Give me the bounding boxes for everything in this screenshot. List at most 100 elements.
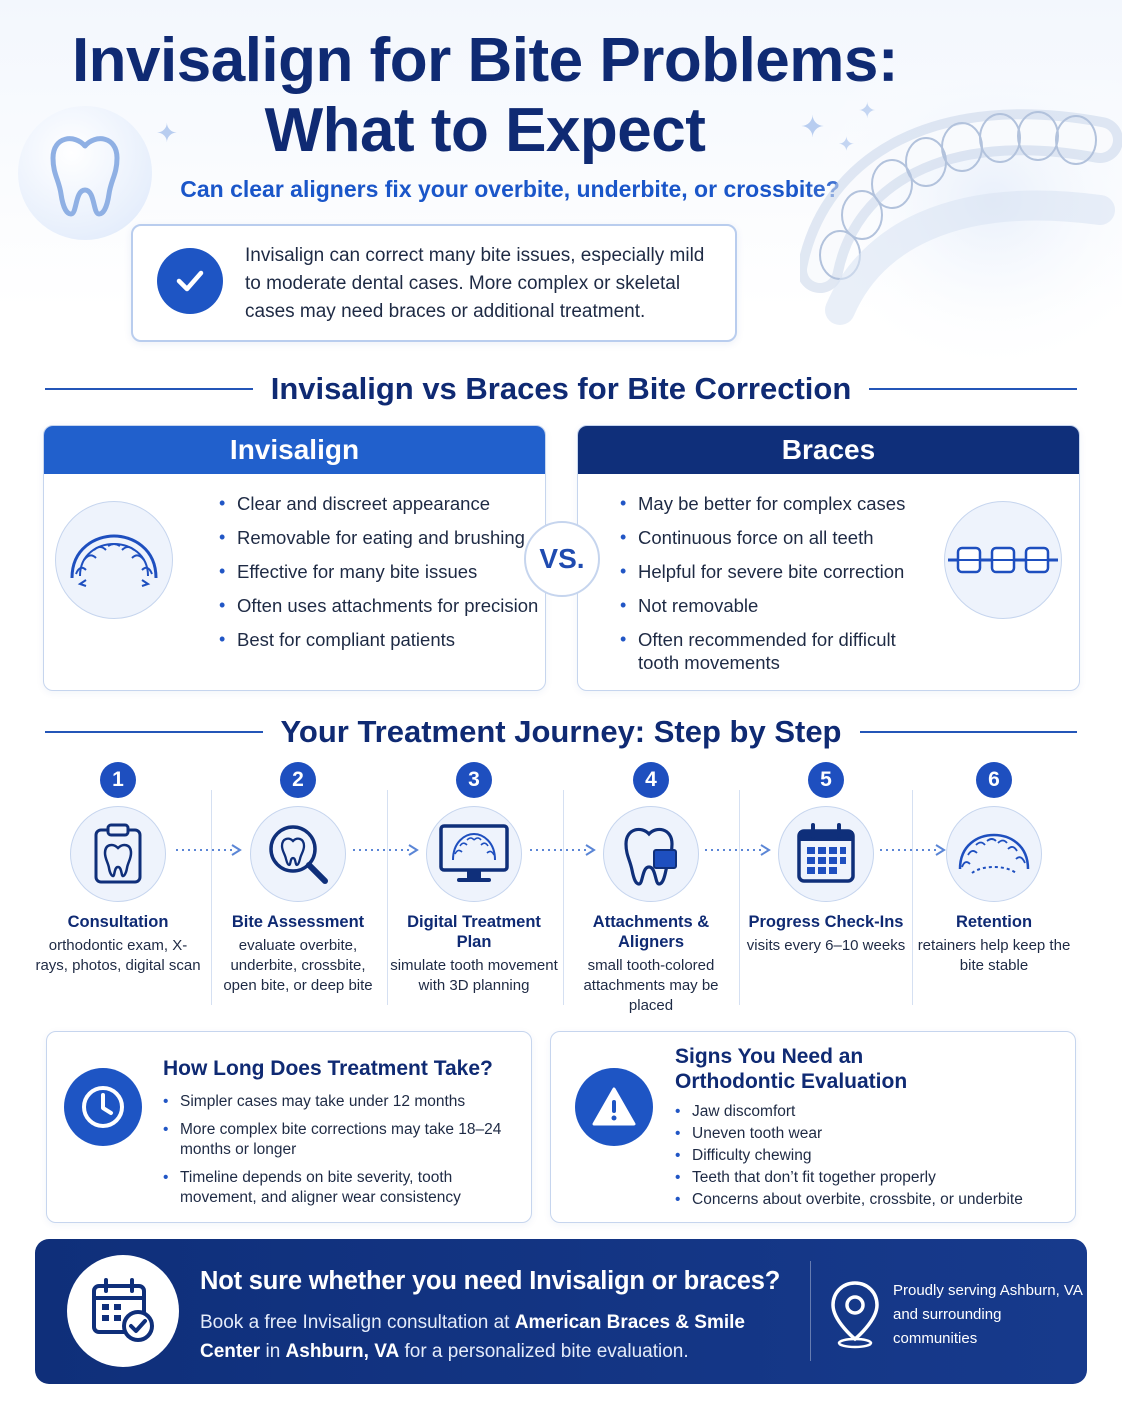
step-description: orthodontic exam, X-rays, photos, digita…	[35, 937, 201, 974]
list-item: May be better for complex cases	[620, 492, 920, 515]
list-item: Continuous force on all teeth	[620, 526, 920, 549]
tooth-icon	[50, 136, 120, 217]
divider-line	[45, 731, 263, 733]
clipboard-tooth-icon	[70, 806, 166, 902]
duration-list: Simpler cases may take under 12 months M…	[163, 1092, 523, 1216]
divider-line	[859, 731, 1078, 733]
practice-location: Ashburn, VA	[285, 1341, 400, 1362]
braces-icon-circle	[944, 501, 1062, 619]
monitor-teeth-icon	[426, 806, 522, 902]
braces-list: May be better for complex cases Continuo…	[620, 492, 920, 685]
arrow-right-icon	[530, 844, 596, 856]
divider-line	[869, 388, 1078, 390]
step-divider	[739, 790, 740, 1005]
braces-card: Braces May be better for complex cases C…	[577, 425, 1080, 691]
step-title: Retention	[955, 913, 1033, 931]
list-item: Helpful for severe bite correction	[620, 560, 920, 583]
calendar-icon	[778, 806, 874, 902]
page-title: Invisalign for Bite Problems: What to Ex…	[0, 26, 970, 166]
step-title: Consultation	[67, 913, 169, 931]
banner-divider	[810, 1261, 811, 1361]
list-item: Removable for eating and brushing	[219, 526, 539, 549]
arrow-right-icon	[705, 844, 771, 856]
tooth-badge	[18, 106, 152, 240]
warning-icon	[575, 1068, 653, 1146]
step-attachments: 4 Attachments & Aligners small tooth-col…	[566, 762, 736, 1016]
step-progress: 5 Progress Check-Ins visits every 6–10 w…	[741, 762, 911, 956]
step-number: 3	[456, 762, 492, 798]
service-area-text: Proudly serving Ashburn, VA and surround…	[893, 1282, 1082, 1347]
list-item: Jaw discomfort	[675, 1102, 1065, 1123]
list-item: Simpler cases may take under 12 months	[163, 1092, 523, 1113]
step-number: 6	[976, 762, 1012, 798]
step-retention: 6 Retention retainers help keep the bite…	[909, 762, 1079, 976]
list-item: Teeth that don’t fit together properly	[675, 1168, 1065, 1189]
journey-heading-text: Your Treatment Journey: Step by Step	[280, 714, 842, 749]
tooth-attachment-icon	[603, 806, 699, 902]
step-divider	[387, 790, 388, 1005]
list-item: Uneven tooth wear	[675, 1124, 1065, 1145]
cta-banner: Not sure whether you need Invisalign or …	[35, 1239, 1087, 1384]
step-number: 5	[808, 762, 844, 798]
duration-title: How Long Does Treatment Take?	[163, 1057, 493, 1080]
step-digital-plan: 3 Digital Treatment Plan simulate tooth …	[389, 762, 559, 996]
step-description: small tooth-colored attachments may be p…	[583, 957, 719, 1014]
arrow-right-icon	[880, 844, 946, 856]
cta-heading: Not sure whether you need Invisalign or …	[200, 1267, 781, 1295]
step-description: evaluate overbite, underbite, crossbite,…	[223, 937, 373, 994]
journey-heading: Your Treatment Journey: Step by Step	[45, 712, 1078, 752]
arrow-right-icon	[353, 844, 419, 856]
aligner-icon-circle	[55, 501, 173, 619]
step-number: 2	[280, 762, 316, 798]
braces-icon	[948, 546, 1058, 574]
title-line-1: Invisalign for Bite Problems:	[71, 26, 899, 95]
sparkle-icon: ✦	[156, 118, 178, 148]
step-title: Attachments & Aligners	[592, 913, 710, 951]
vs-badge: VS.	[524, 521, 600, 597]
location-pin-icon	[831, 1281, 879, 1349]
step-number: 1	[100, 762, 136, 798]
divider-line	[45, 388, 253, 390]
braces-card-title: Braces	[578, 426, 1079, 474]
clock-icon	[64, 1068, 142, 1146]
step-divider	[912, 790, 913, 1005]
list-item: Concerns about overbite, crossbite, or u…	[675, 1190, 1065, 1211]
page-subtitle: Can clear aligners fix your overbite, un…	[180, 176, 840, 202]
step-divider	[211, 790, 212, 1005]
evaluation-signs-box: Signs You Need an Orthodontic Evaluation…	[550, 1031, 1076, 1223]
step-title: Progress Check-Ins	[748, 913, 904, 931]
cta-text-part: in	[260, 1341, 286, 1362]
step-description: simulate tooth movement with 3D planning	[390, 957, 558, 994]
cta-text: Book a free Invisalign consultation at A…	[200, 1308, 800, 1366]
summary-text: Invisalign can correct many bite issues,…	[245, 245, 705, 322]
calendar-check-icon	[67, 1255, 179, 1367]
arrow-right-icon	[176, 844, 242, 856]
invisalign-card-title: Invisalign	[44, 426, 545, 474]
check-icon	[157, 248, 223, 314]
step-title: Digital Treatment Plan	[407, 913, 541, 951]
list-item: Timeline depends on bite severity, tooth…	[163, 1168, 523, 1209]
aligner-icon	[70, 534, 158, 587]
summary-box: Invisalign can correct many bite issues,…	[131, 224, 737, 342]
list-item: Clear and discreet appearance	[219, 492, 539, 515]
treatment-duration-box: How Long Does Treatment Take? Simpler ca…	[46, 1031, 532, 1223]
compare-heading-text: Invisalign vs Braces for Bite Correction	[270, 371, 852, 406]
step-divider	[563, 790, 564, 1005]
cta-text-part: for a personalized bite evaluation.	[399, 1341, 689, 1362]
step-bite-assessment: 2 Bite Assessment evaluate overbite, und…	[213, 762, 383, 996]
practice-name: American Braces & Smile Center	[200, 1312, 745, 1362]
clear-aligner-illustration	[800, 80, 1122, 380]
step-number: 4	[633, 762, 669, 798]
invisalign-card: Invisalign Clear and discreet appearance…	[43, 425, 546, 691]
invisalign-list: Clear and discreet appearance Removable …	[219, 492, 539, 662]
retainer-icon	[946, 806, 1042, 902]
step-description: retainers help keep the bite stable	[917, 937, 1071, 974]
signs-list: Jaw discomfort Uneven tooth wear Difficu…	[675, 1102, 1065, 1212]
list-item: Difficulty chewing	[675, 1146, 1065, 1167]
step-consultation: 1 Consultation orthodontic exam, X-rays,…	[33, 762, 203, 976]
signs-title: Signs You Need an Orthodontic Evaluation	[675, 1045, 908, 1093]
list-item: Effective for many bite issues	[219, 560, 539, 583]
list-item: Best for compliant patients	[219, 628, 539, 651]
cta-text-part: Book a free Invisalign consultation at	[200, 1312, 515, 1333]
